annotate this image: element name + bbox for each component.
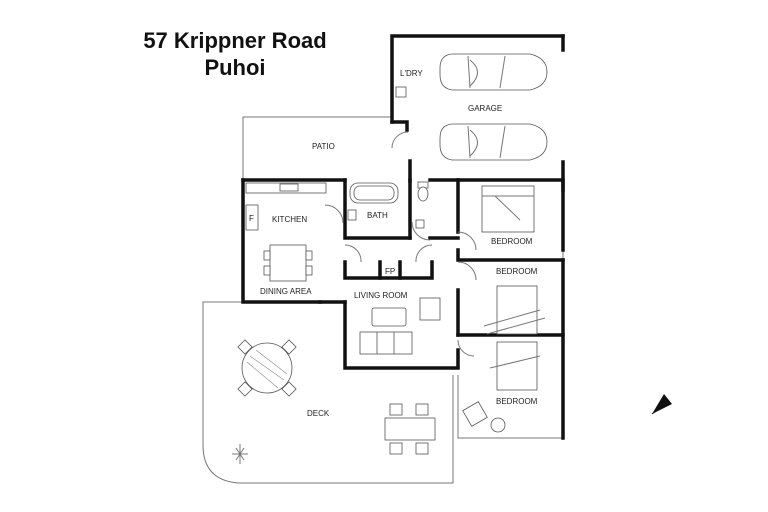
label-laundry: L'DRY	[400, 69, 423, 78]
living-furniture	[359, 297, 441, 355]
label-dining-area: DINING AREA	[260, 287, 312, 296]
bathtub	[347, 182, 399, 221]
label-bedroom-3: BEDROOM	[496, 397, 538, 406]
dining-table	[263, 244, 313, 282]
bed-3	[489, 341, 541, 391]
kitchen-bench	[245, 182, 327, 231]
floorplan-title-address: 57 Krippner Road	[143, 28, 327, 53]
bedroom-chair	[462, 401, 506, 433]
label-fridge: F	[249, 214, 254, 223]
deck-outline	[202, 301, 454, 484]
bed-1	[481, 185, 535, 233]
label-garage: GARAGE	[468, 104, 502, 113]
plant-icon	[232, 444, 248, 464]
patio-outline	[242, 116, 392, 178]
label-deck: DECK	[307, 409, 330, 418]
deck-rect-table	[384, 403, 436, 455]
label-kitchen: KITCHEN	[272, 215, 307, 224]
laundry-tub	[395, 86, 407, 98]
label-patio: PATIO	[312, 142, 335, 151]
label-bedroom-2: BEDROOM	[496, 267, 538, 276]
label-bath: BATH	[367, 211, 388, 220]
house-walls	[241, 178, 565, 440]
bed-2	[483, 285, 546, 335]
toilet	[415, 181, 429, 229]
north-arrow-icon	[651, 394, 672, 415]
label-living-room: LIVING ROOM	[354, 291, 408, 300]
label-bedroom-1: BEDROOM	[491, 237, 533, 246]
floorplan-title-locality: Puhoi	[204, 55, 266, 80]
label-fireplace: FP	[385, 267, 395, 276]
car-1	[439, 53, 548, 91]
door-swings	[324, 131, 477, 357]
deck-round-table	[237, 339, 297, 397]
car-2	[439, 123, 548, 161]
